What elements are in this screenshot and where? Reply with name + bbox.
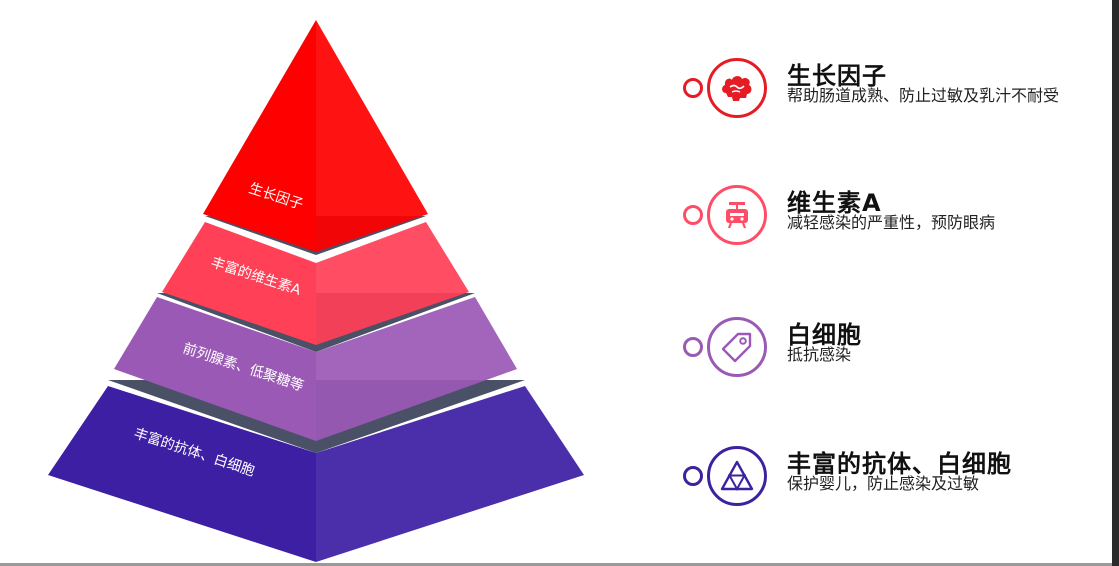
legend-title: 维生素A bbox=[787, 189, 882, 217]
legend-item-antibodies: 丰富的抗体、白细胞 保护婴儿，防止感染及过敏 bbox=[683, 444, 1083, 516]
legend-item-vitamin-a: 维生素A 减轻感染的严重性，预防眼病 bbox=[683, 183, 1083, 255]
triangle-icon bbox=[720, 460, 754, 492]
legend-icon-ring bbox=[707, 317, 767, 377]
pyramid-layer-3-right bbox=[316, 297, 517, 441]
legend-icon-ring bbox=[707, 446, 767, 506]
legend-icon-ring bbox=[707, 185, 767, 245]
right-edge-bar bbox=[1112, 0, 1119, 566]
legend-item-growth-factor: 生长因子 帮助肠道成熟、防止过敏及乳汁不耐受 bbox=[683, 56, 1083, 128]
pyramid-layer-3-left bbox=[114, 297, 316, 441]
pyramid-layer-2-right bbox=[316, 222, 469, 345]
legend-title: 丰富的抗体、白细胞 bbox=[787, 450, 1012, 478]
legend-description: 减轻感染的严重性，预防眼病 bbox=[787, 213, 996, 232]
legend-connector-dot bbox=[683, 205, 703, 225]
legend-connector-dot bbox=[683, 78, 703, 98]
legend-description: 抵抗感染 bbox=[787, 345, 852, 364]
pyramid-diagram: 生长因子 丰富的维生素A 前列腺素、低聚糖等 丰富的抗体、白细胞 bbox=[48, 20, 584, 562]
tag-icon bbox=[721, 332, 752, 363]
legend-connector-dot bbox=[683, 337, 703, 357]
robot-icon bbox=[726, 202, 748, 229]
legend-title: 白细胞 bbox=[787, 321, 862, 349]
pyramid-layer-2-left bbox=[162, 222, 316, 345]
legend-item-white-cells: 白细胞 抵抗感染 bbox=[683, 315, 1083, 387]
legend-connector-dot bbox=[683, 466, 703, 486]
brain-icon bbox=[722, 76, 752, 101]
legend-description: 帮助肠道成熟、防止过敏及乳汁不耐受 bbox=[787, 86, 1060, 105]
bottom-edge-line bbox=[0, 563, 1112, 566]
pyramid-layer-1-left bbox=[203, 20, 316, 252]
pyramid-layer-1-right bbox=[316, 20, 428, 252]
legend-title: 生长因子 bbox=[787, 62, 887, 90]
legend-icon-ring bbox=[707, 58, 767, 118]
legend-description: 保护婴儿，防止感染及过敏 bbox=[787, 474, 980, 493]
pyramid-layer-4-right bbox=[316, 386, 584, 562]
pyramid-layer-4-left bbox=[48, 386, 316, 562]
